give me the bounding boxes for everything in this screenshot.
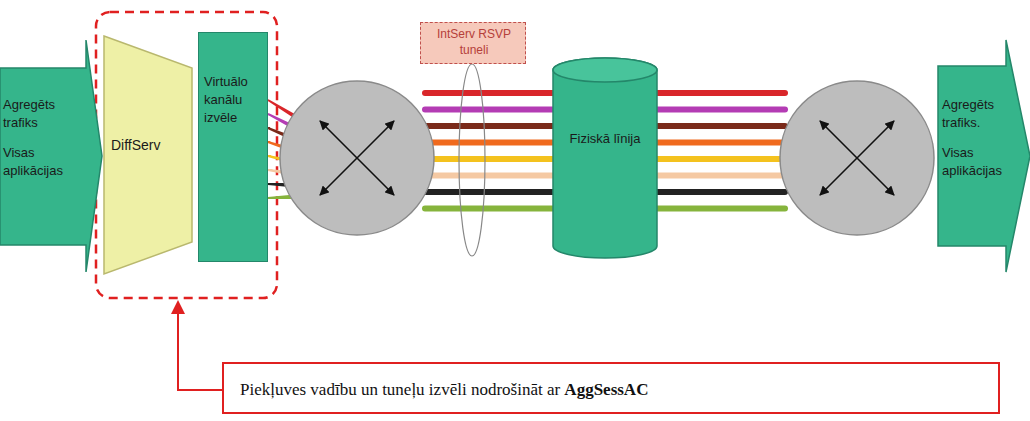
- node-text: Fiziskā līnija: [561, 130, 649, 148]
- tunnel-lines: [425, 93, 570, 209]
- diffserv-block: DiffServ: [104, 36, 192, 274]
- router-symbol: [280, 81, 434, 235]
- node-text: Agregēts trafiks: [3, 96, 85, 132]
- node-text: Virtuālo kanālu izvēle: [204, 73, 267, 127]
- tunnel-line: [640, 90, 785, 96]
- output-arrow: Agregēts trafiks. Visas aplikācijas: [938, 40, 1030, 272]
- leader-line: [178, 310, 222, 390]
- bundle-ellipse: [459, 64, 485, 256]
- diffserv-block-outline: [104, 36, 192, 274]
- node-text: Visas aplikācijas: [3, 144, 85, 180]
- tunnel-line: [425, 156, 570, 162]
- tunnel-line: [640, 107, 785, 113]
- router-symbol: [780, 81, 934, 235]
- tunnel-line: [425, 123, 570, 129]
- tunnel-line: [425, 90, 570, 96]
- tunnel-line: [425, 189, 570, 195]
- tunnel-lines: [640, 93, 785, 209]
- tunnel-line: [425, 173, 570, 179]
- node-text: DiffServ: [111, 136, 189, 155]
- group-outline: [96, 12, 277, 298]
- tunnel-line: [425, 206, 570, 212]
- tunnel-line: [640, 140, 785, 146]
- tunnel-line: [640, 156, 785, 162]
- node-text: Piekļuves vadību un tuneļu izvēli nodroš…: [240, 378, 990, 401]
- node-text: Visas aplikācijas: [942, 144, 1020, 180]
- channel-select-box: Virtuālo kanālu izvēle: [198, 32, 268, 262]
- tunnel-line: [640, 189, 785, 195]
- tunnel-label-box: IntServ RSVP tuneli: [420, 22, 526, 64]
- tunnel-line: [425, 107, 570, 113]
- tunnel-line: [640, 206, 785, 212]
- physical-line-cylinder-outline: [553, 58, 657, 258]
- tunnel-line: [640, 123, 785, 129]
- tunnel-line: [425, 140, 570, 146]
- node-text: IntServ RSVP tuneli: [425, 26, 523, 58]
- input-arrow: Agregēts trafiksVisas aplikācijas: [0, 40, 102, 272]
- physical-line-cylinder: Fiziskā līnija: [553, 58, 657, 258]
- tunnel-line: [640, 173, 785, 179]
- leader-arrowhead: [171, 300, 185, 314]
- node-text: Agregēts trafiks.: [942, 96, 1020, 132]
- callout-box: Piekļuves vadību un tuneļu izvēli nodroš…: [222, 362, 1000, 414]
